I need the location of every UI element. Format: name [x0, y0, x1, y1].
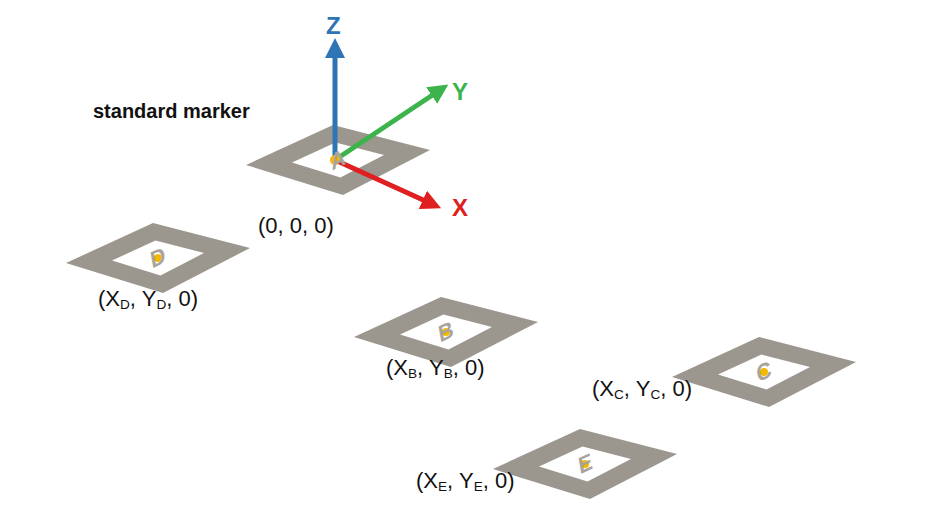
marker-frame — [354, 297, 538, 367]
axis-label: X — [452, 196, 468, 220]
marker-pattern — [292, 143, 384, 178]
marker-pattern — [539, 447, 631, 482]
z-axis — [333, 48, 338, 160]
coordinate-label: (XC, YC, 0) — [592, 378, 692, 400]
coordinate-label: (0, 0, 0) — [258, 215, 334, 237]
marker-frame — [66, 223, 250, 293]
axis-label: Z — [326, 14, 341, 38]
coordinate-label: (XE, YE, 0) — [416, 470, 515, 492]
y-axis — [335, 90, 440, 160]
marker-frame — [672, 337, 856, 407]
x-axis — [335, 160, 432, 204]
marker-pattern — [112, 241, 204, 276]
coordinate-label: (XD, YD, 0) — [98, 288, 198, 310]
marker-frame — [246, 125, 430, 195]
marker-pattern — [718, 355, 810, 390]
marker-frame — [493, 429, 677, 499]
marker-pattern — [400, 315, 492, 350]
axis-label: Y — [452, 80, 468, 104]
coordinate-label: (XB, YB, 0) — [386, 357, 485, 379]
marker-title: standard marker — [93, 101, 250, 121]
